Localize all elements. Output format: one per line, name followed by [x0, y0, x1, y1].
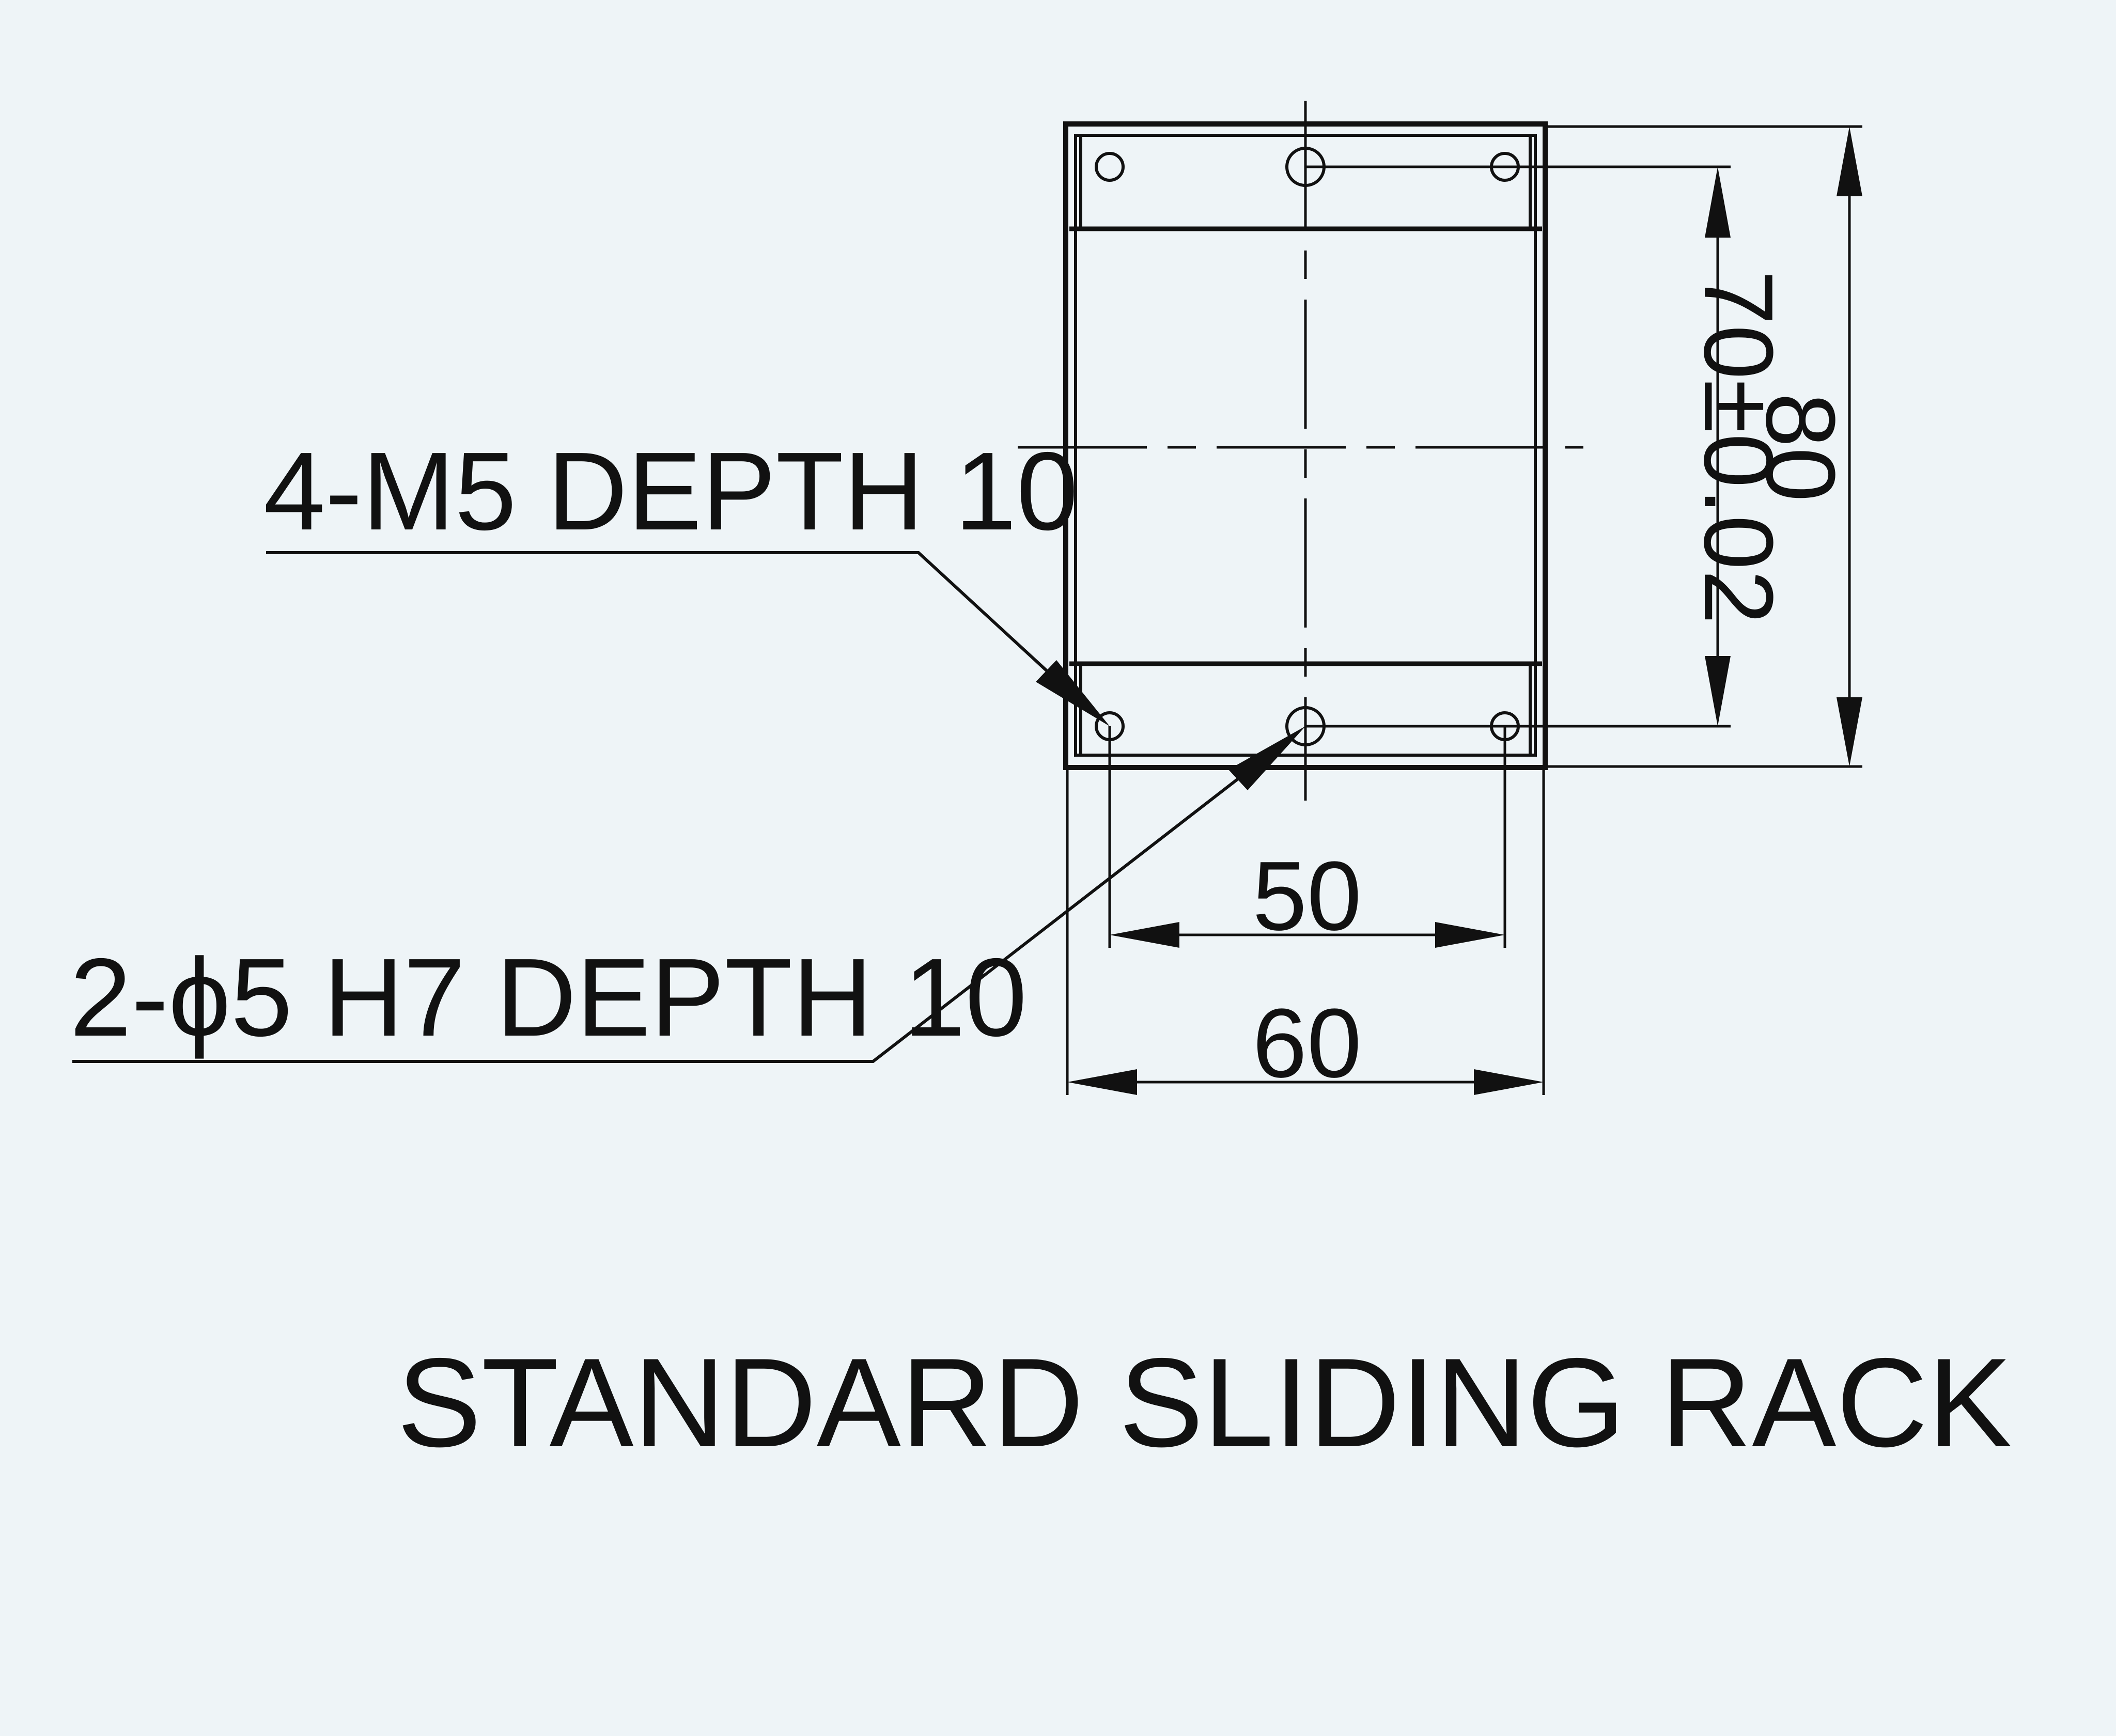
drawing-title: STANDARD SLIDING RACK	[397, 1332, 2012, 1473]
dimension-hole-pitch-y: 70±0.02	[1305, 165, 1793, 728]
dimension-height: 80	[1545, 125, 1862, 768]
arrow-right-60	[1474, 1069, 1544, 1095]
arrow-left-60	[1067, 1069, 1137, 1095]
dim-label-80: 80	[1746, 393, 1855, 502]
leader-line-pins	[72, 732, 1298, 1063]
callout-threaded-label: 4-M5 DEPTH 10	[263, 429, 1078, 553]
dim-label-60: 60	[1252, 989, 1361, 1098]
callout-threaded-holes: 4-M5 DEPTH 10	[263, 429, 1110, 726]
callout-pins-label: 2-ϕ5 H7 DEPTH 10	[70, 935, 1027, 1059]
arrow-left-50	[1110, 922, 1179, 948]
arrow-down-70	[1705, 656, 1731, 726]
dim-label-70: 70±0.02	[1684, 270, 1793, 624]
leader-arrow-threaded	[1036, 660, 1110, 726]
leader-line-threaded	[266, 551, 1097, 717]
arrow-up-80	[1837, 127, 1862, 196]
arrow-down-80	[1837, 697, 1862, 767]
arrow-up-70	[1705, 167, 1731, 238]
center-lines	[1018, 101, 1583, 801]
dimension-hole-pitch-x: 50	[1108, 726, 1506, 951]
dim-label-50: 50	[1252, 841, 1361, 951]
hole-m5-top-left	[1095, 152, 1125, 182]
arrow-right-50	[1435, 922, 1505, 948]
dimension-width: 60	[1066, 770, 1545, 1098]
callout-pin-holes: 2-ϕ5 H7 DEPTH 10	[70, 726, 1305, 1063]
leader-arrow-pins	[1228, 726, 1305, 790]
